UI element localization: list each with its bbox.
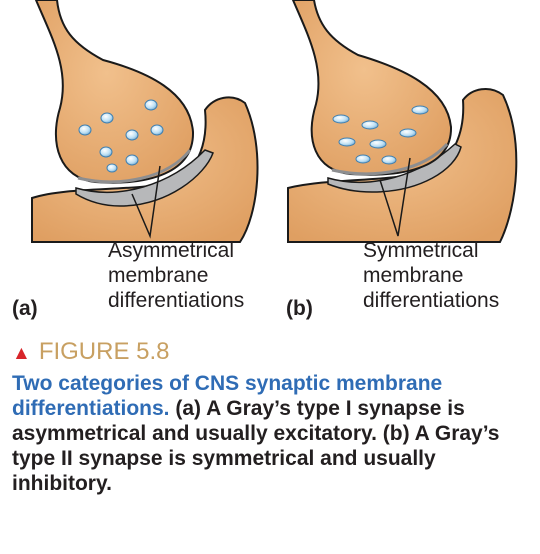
postsynaptic-density-a [75,149,214,207]
label-a-line-2: membrane [108,264,209,287]
vesicles-a [78,99,164,173]
synapse-b [287,0,518,243]
figure-title-text: FIGURE 5.8 [38,338,170,365]
vesicle [338,137,356,147]
label-b-line-2: membrane [363,264,464,287]
vesicle [332,114,350,124]
label-a-line-1: Asymmetrical [108,239,235,262]
figure-caption: Two categories of CNS synaptic membrane … [12,371,532,496]
vesicle [355,154,371,164]
vesicle [399,128,417,138]
label-a-line-3: differentiations [108,289,245,312]
vesicle [361,120,379,130]
figure-title: ▲ FIGURE 5.8 [12,338,170,366]
leader-lines-b [379,157,411,237]
caption-body: (a) A Gray’s type I synapse is asymmetri… [12,397,500,495]
synapse-illustrations [31,0,518,243]
postsynaptic-density-b [327,143,462,193]
panel-letter-a: (a) [12,297,38,320]
label-b-line-3: differentiations [363,289,500,312]
presynaptic-terminal-a [34,0,195,184]
presynaptic-density-b [331,143,449,176]
vesicle [369,139,387,149]
vesicle [125,129,139,141]
synapse-a [31,0,259,243]
vesicle [99,146,113,158]
vesicle [125,154,139,166]
vesicle [381,155,397,165]
triangle-icon: ▲ [12,343,31,364]
vesicles-b [332,105,429,165]
vesicle [144,99,158,111]
label-a: Asymmetrical membrane differentiations [108,238,244,313]
label-b: Symmetrical membrane differentiations [363,238,499,313]
vesicle [100,112,114,124]
vesicle [106,163,118,173]
panel-letter-b: (b) [286,297,313,320]
leader-lines-a [131,165,161,239]
vesicle [150,124,164,136]
postsynaptic-cell-b [287,88,518,243]
presynaptic-terminal-b [291,0,453,176]
presynaptic-density-a [77,149,192,184]
postsynaptic-cell-a [31,96,259,243]
caption-lead: Two categories of CNS synaptic membrane … [12,372,443,420]
vesicle [78,124,92,136]
label-b-line-1: Symmetrical [363,239,479,262]
vesicle [411,105,429,115]
